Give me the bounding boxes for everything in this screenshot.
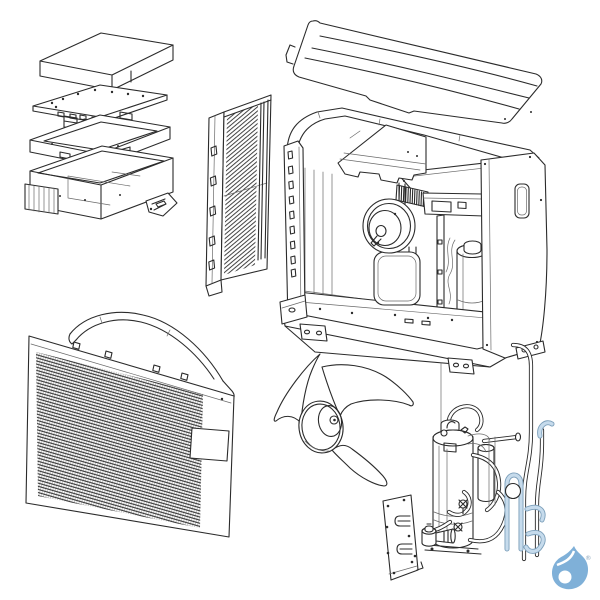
fan-motor-part: fan motor: [362, 198, 416, 254]
propeller-fan-part: propeller fan: [273, 353, 414, 487]
side-panel: [480, 152, 548, 359]
side-heat-exchanger-part: side heat exchanger coil: [205, 94, 272, 297]
water-drop-logo: water drop logo ®: [552, 546, 592, 590]
logo-drop-hole: [558, 570, 572, 584]
mounting-bracket-plate-part: mounting bracket plate: [382, 494, 424, 581]
electrical-box-cover-part: electrical box cover: [39, 32, 174, 91]
registered-mark: ®: [585, 554, 592, 562]
service-valve-part: service valve fitting: [421, 523, 456, 547]
fan-orifice-window: [373, 251, 421, 306]
rating-label: [189, 427, 230, 462]
electrical-box-base-part: electrical box base with heat sink: [24, 145, 178, 220]
front-grille-panel-part: front grille panel: [25, 335, 235, 538]
compressor-cylinder: [424, 419, 482, 555]
inverter-box: [422, 192, 485, 217]
mounting-feet: [299, 323, 546, 375]
highlighted-pipes: [504, 472, 546, 554]
motor-mount-plate: [337, 124, 427, 184]
corner-bracket: [145, 192, 178, 217]
main-chassis-part: main chassis assembly: [282, 107, 548, 375]
coil-fin-hatch: [224, 105, 258, 275]
compressor-piping-assembly-part: compressor and piping assembly: [424, 342, 555, 562]
fan-hub: [298, 400, 344, 454]
corner-post-part: front corner post: [279, 140, 308, 325]
top-panel-part: top panel: [285, 20, 543, 124]
heat-sink-fins: [24, 183, 59, 215]
fan-shroud-part: fan shroud: [68, 311, 235, 401]
valve-fittings: [453, 499, 468, 532]
pcb-holes: [50, 88, 145, 109]
